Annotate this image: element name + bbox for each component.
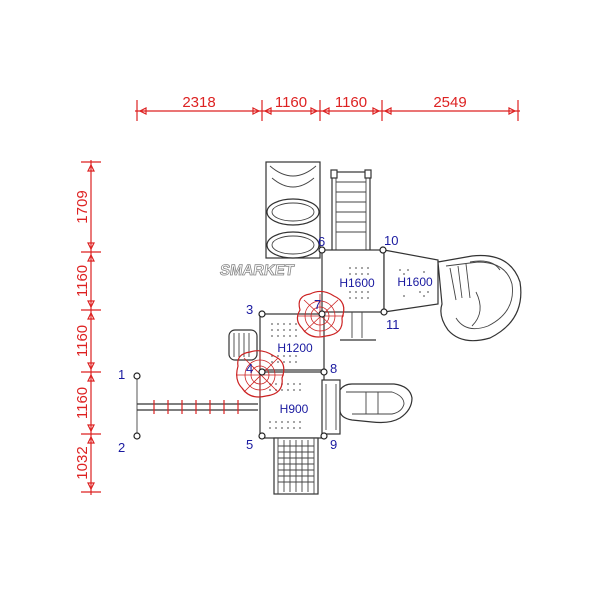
post-label-3: 3	[246, 302, 253, 317]
post-label-11: 11	[386, 317, 400, 332]
deck-label-h1600-left: H1600	[339, 276, 375, 290]
left-dimension-line: 1709 1160 1160 1160 1032	[74, 160, 101, 495]
post-label-9: 9	[330, 437, 337, 452]
lower-deck: H900	[259, 371, 325, 439]
slide-entry	[321, 379, 341, 435]
post-label-5: 5	[246, 437, 253, 452]
dim-left-5: 1032	[74, 446, 91, 479]
deck-label-h1200: H1200	[277, 341, 313, 355]
post-3	[258, 310, 266, 318]
watermark-text: SMARKET	[219, 262, 296, 279]
deck-label-h900: H900	[280, 402, 309, 416]
post-label-10: 10	[384, 233, 398, 248]
post-11	[380, 308, 388, 316]
spiral-slide	[437, 254, 522, 342]
bridge-deck: H1600	[383, 249, 439, 313]
top-ladder	[330, 169, 372, 253]
dim-top-1: 2318	[182, 94, 215, 111]
dim-top-3: 1160	[335, 94, 367, 111]
post-10	[379, 246, 387, 254]
bottom-ladder	[273, 437, 319, 495]
post-9	[320, 432, 328, 440]
post-5	[258, 432, 266, 440]
post-number-labels: 1 2 3 4 5 6 7 8 9 10 11	[118, 233, 400, 455]
crawl-tube	[265, 161, 321, 259]
step-handle	[340, 312, 376, 341]
post-4	[258, 368, 266, 376]
dim-top-2: 1160	[275, 94, 307, 111]
post-8	[320, 368, 328, 376]
post-label-6: 6	[318, 234, 325, 249]
post-7	[318, 310, 326, 318]
dim-left-2: 1160	[74, 265, 91, 297]
dim-left-3: 1160	[74, 325, 91, 357]
dim-left-4: 1160	[74, 387, 91, 419]
posts	[258, 246, 388, 440]
post-label-1: 1	[118, 367, 125, 382]
horizontal-ladder	[133, 372, 258, 440]
straight-slide	[339, 383, 413, 424]
post-6	[318, 246, 326, 254]
dim-top-4: 2549	[433, 94, 466, 111]
deck-label-h1600-right: H1600	[397, 275, 433, 289]
post-label-8: 8	[330, 361, 337, 376]
upper-deck-left: H1600	[321, 249, 385, 313]
dim-left-1: 1709	[74, 190, 91, 223]
post-label-2: 2	[118, 440, 125, 455]
side-climb-panel	[228, 329, 258, 361]
top-dimension-line: 2318 1160 1160 2549	[135, 94, 520, 121]
post-label-7: 7	[314, 297, 321, 312]
post-label-4: 4	[246, 361, 253, 376]
